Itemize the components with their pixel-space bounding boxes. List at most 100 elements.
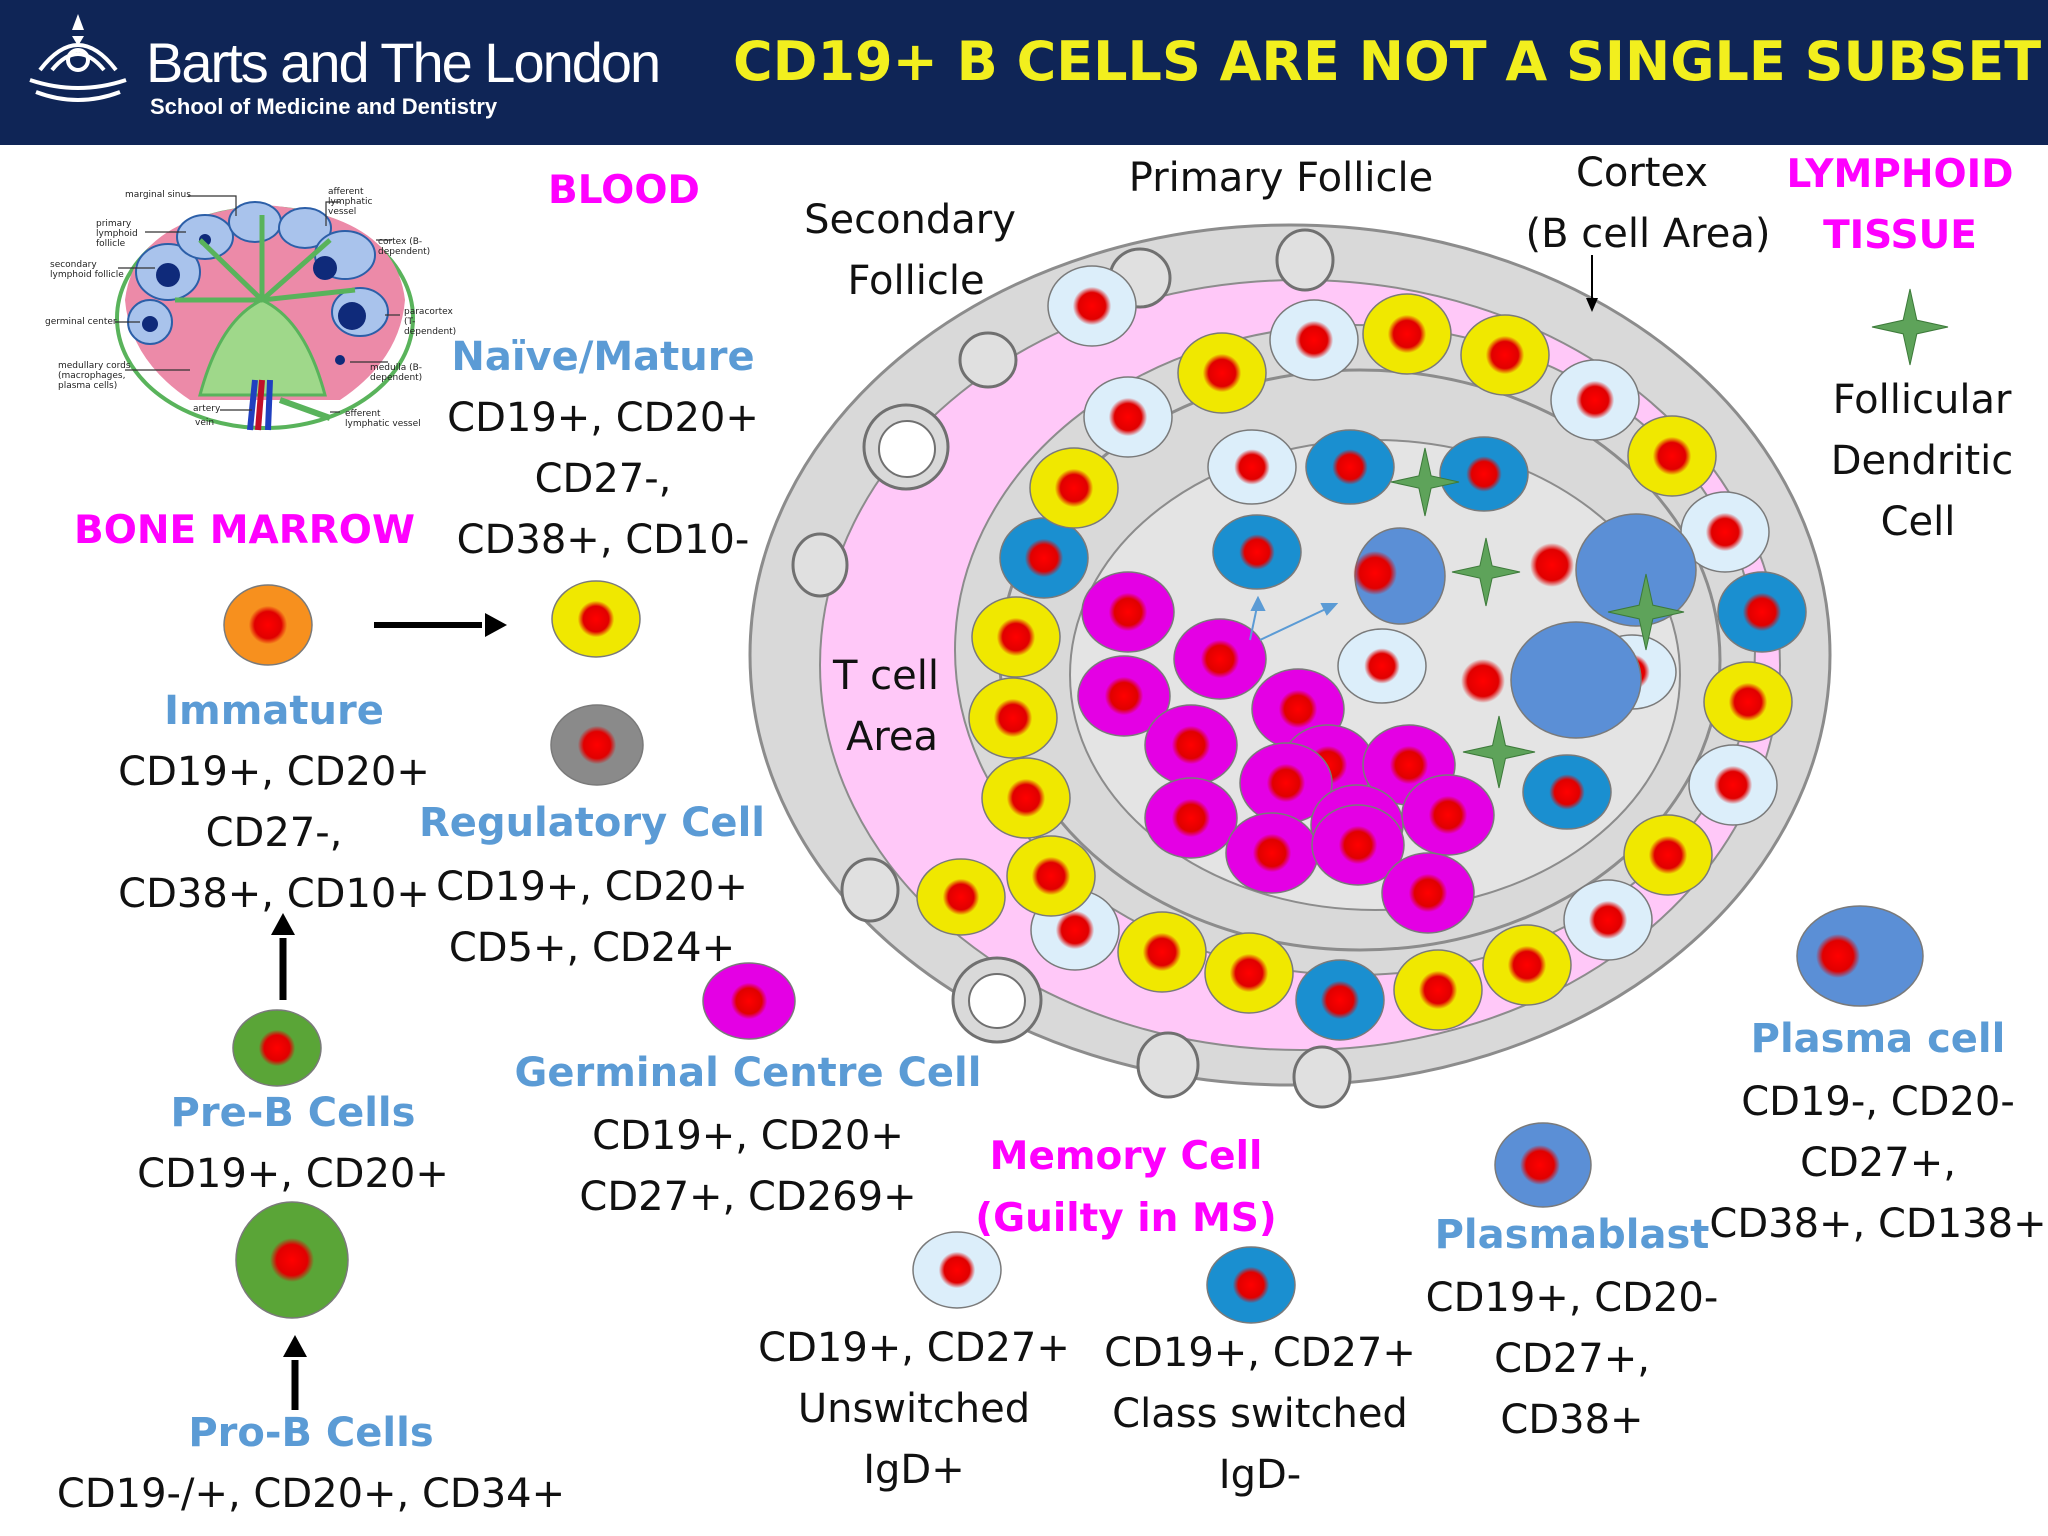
germinal-centre-cell-title: Germinal Centre Cell (514, 1050, 982, 1096)
naive-b-cell (551, 580, 641, 658)
arrow-prob-to-preb (283, 1335, 307, 1410)
node-label-vein: vein (195, 418, 215, 428)
plasma-cell-title: Plasma cell (1750, 1016, 2006, 1062)
follicular-dendritic-cell-star (1451, 537, 1521, 607)
naive-b-cell (1482, 924, 1572, 1006)
naive-markers-2: CD27-, (534, 456, 672, 502)
naive-b-cell (1117, 911, 1207, 993)
memory-switched-markers-1: CD19+, CD27+ (1104, 1330, 1416, 1376)
unswitched-memory-cell (1550, 359, 1640, 441)
cortex-label-2: (B cell Area) (1525, 211, 1771, 257)
plasmablast-markers-3: CD38+ (1500, 1397, 1644, 1443)
naive-b-cell (1393, 949, 1483, 1031)
migration-arrows (1249, 595, 1339, 641)
primary-follicle-label: Primary Follicle (1128, 155, 1434, 201)
naive-b-cell (1177, 332, 1267, 414)
lymph-node-illustration (115, 195, 415, 431)
memory-cell-subtitle: (Guilty in MS) (975, 1196, 1277, 1241)
class-switched-memory-cell (1717, 571, 1807, 653)
naive-cell-title: Naïve/Mature (451, 334, 755, 380)
unswitched-memory-cell (1269, 299, 1359, 381)
unswitched-memory-cell (1207, 429, 1297, 505)
naive-b-cell (971, 596, 1061, 678)
class-switched-memory-cell (1206, 1246, 1296, 1324)
regulatory-cell-title: Regulatory Cell (419, 800, 765, 846)
lymphoid-follicle (748, 223, 1832, 1109)
naive-b-cell (1460, 314, 1550, 396)
class-switched-memory-cell (1295, 959, 1385, 1041)
node-label-marginal-sinus: marginal sinus (125, 190, 191, 200)
unswitched-memory-cell (912, 1231, 1002, 1309)
node-label-primary-follicle: primary lymphoid follicle (96, 219, 138, 249)
plasmablast-markers-2: CD27+, (1494, 1336, 1650, 1382)
class-switched-memory-cell (1439, 436, 1529, 512)
node-label-medullary-cords: medullary cords (macrophages, plasma cel… (58, 361, 131, 391)
cortex-label-1: Cortex (1575, 150, 1709, 196)
logo-subtitle: School of Medicine and Dentistry (150, 94, 498, 119)
memory-unswitched-markers-1: CD19+, CD27+ (758, 1325, 1070, 1371)
plasma-cell (1494, 1122, 1592, 1208)
naive-markers-3: CD38+, CD10- (456, 517, 750, 563)
memory-cell-title: Memory Cell (989, 1134, 1263, 1179)
plasma-cell (1530, 513, 1697, 627)
naive-b-cell (1362, 293, 1452, 375)
t-cell-area-label-2: Area (845, 714, 939, 760)
fdc-label-3: Cell (1880, 499, 1956, 545)
plasma-cell (1353, 527, 1446, 625)
t-cell-area-label-1: T cell (833, 653, 939, 699)
immature-cell-title: Immature (164, 688, 384, 734)
plasmablast-title: Plasmablast (1434, 1212, 1710, 1258)
memory-unswitched-markers-3: IgD+ (863, 1447, 965, 1493)
vessel-ring (862, 403, 1043, 1044)
standalone-cell-group (223, 288, 1949, 1324)
memory-unswitched-markers-2: Unswitched (797, 1386, 1031, 1432)
secondary-follicle-label-2: Follicle (847, 258, 985, 304)
lymphoid-heading-line2: TISSUE (1823, 213, 1977, 258)
naive-b-cell (1204, 932, 1294, 1014)
header-bar: Barts and The London School of Medicine … (0, 0, 2048, 145)
germinal-centre-cell (1173, 618, 1267, 700)
arrow-marrow-to-blood (374, 613, 507, 637)
class-switched-memory-cell (1305, 429, 1395, 505)
naive-b-cell (916, 858, 1006, 936)
secondary-follicle-label-1: Secondary (804, 197, 1016, 243)
lymphoid-heading-line1: LYMPHOID (1786, 152, 2014, 197)
bone-marrow-heading: BONE MARROW (74, 508, 415, 553)
class-switched-memory-cell (999, 517, 1089, 599)
node-label-secondary-follicle: secondary lymphoid follicle (50, 260, 124, 280)
naive-b-cell (1703, 661, 1793, 743)
immature-markers-3: CD38+, CD10+ (118, 871, 430, 917)
node-label-germinal-center: germinal center (45, 317, 117, 327)
germinal-centre-cell (1239, 742, 1333, 824)
germinal-centre-cell (702, 962, 796, 1040)
unswitched-memory-cell (1563, 879, 1653, 961)
logo-title: Barts and The London (146, 31, 661, 94)
germinal-centre-cell (1077, 655, 1171, 737)
regulatory-b-cell (550, 704, 644, 786)
immature-markers-2: CD27-, (205, 810, 343, 856)
follicular-dendritic-cell-star (1607, 573, 1685, 651)
germinal-centre-cell (1401, 774, 1495, 856)
university-crest-icon (29, 14, 127, 102)
pro-b-cell-title: Pro-B Cells (188, 1410, 434, 1456)
immature-b-cell (223, 584, 313, 666)
naive-b-cell (1006, 835, 1096, 917)
fdc-label-2: Dendritic (1830, 438, 2014, 484)
naive-b-cell (1627, 415, 1717, 497)
node-label-artery: artery (193, 404, 221, 414)
follicular-dendritic-cell-star (1871, 288, 1949, 366)
germinal-centre-cell (1081, 571, 1175, 653)
follicular-dendritic-cell-star (1462, 715, 1536, 789)
germinal-centre-cell (1225, 812, 1319, 894)
node-label-paracortex: paracortex (T-dependent) (404, 307, 457, 337)
class-switched-memory-cell (1212, 514, 1302, 590)
immature-markers-1: CD19+, CD20+ (118, 749, 430, 795)
unswitched-memory-cell (1337, 628, 1427, 704)
plasma-markers-3: CD38+, CD138+ (1709, 1201, 2047, 1247)
unswitched-memory-cell (1083, 376, 1173, 458)
germinal-centre-cell (1381, 852, 1475, 934)
follicle-cell-group (968, 265, 1807, 1041)
germinal-centre-cell (1311, 804, 1405, 886)
naive-b-cell (968, 677, 1058, 759)
